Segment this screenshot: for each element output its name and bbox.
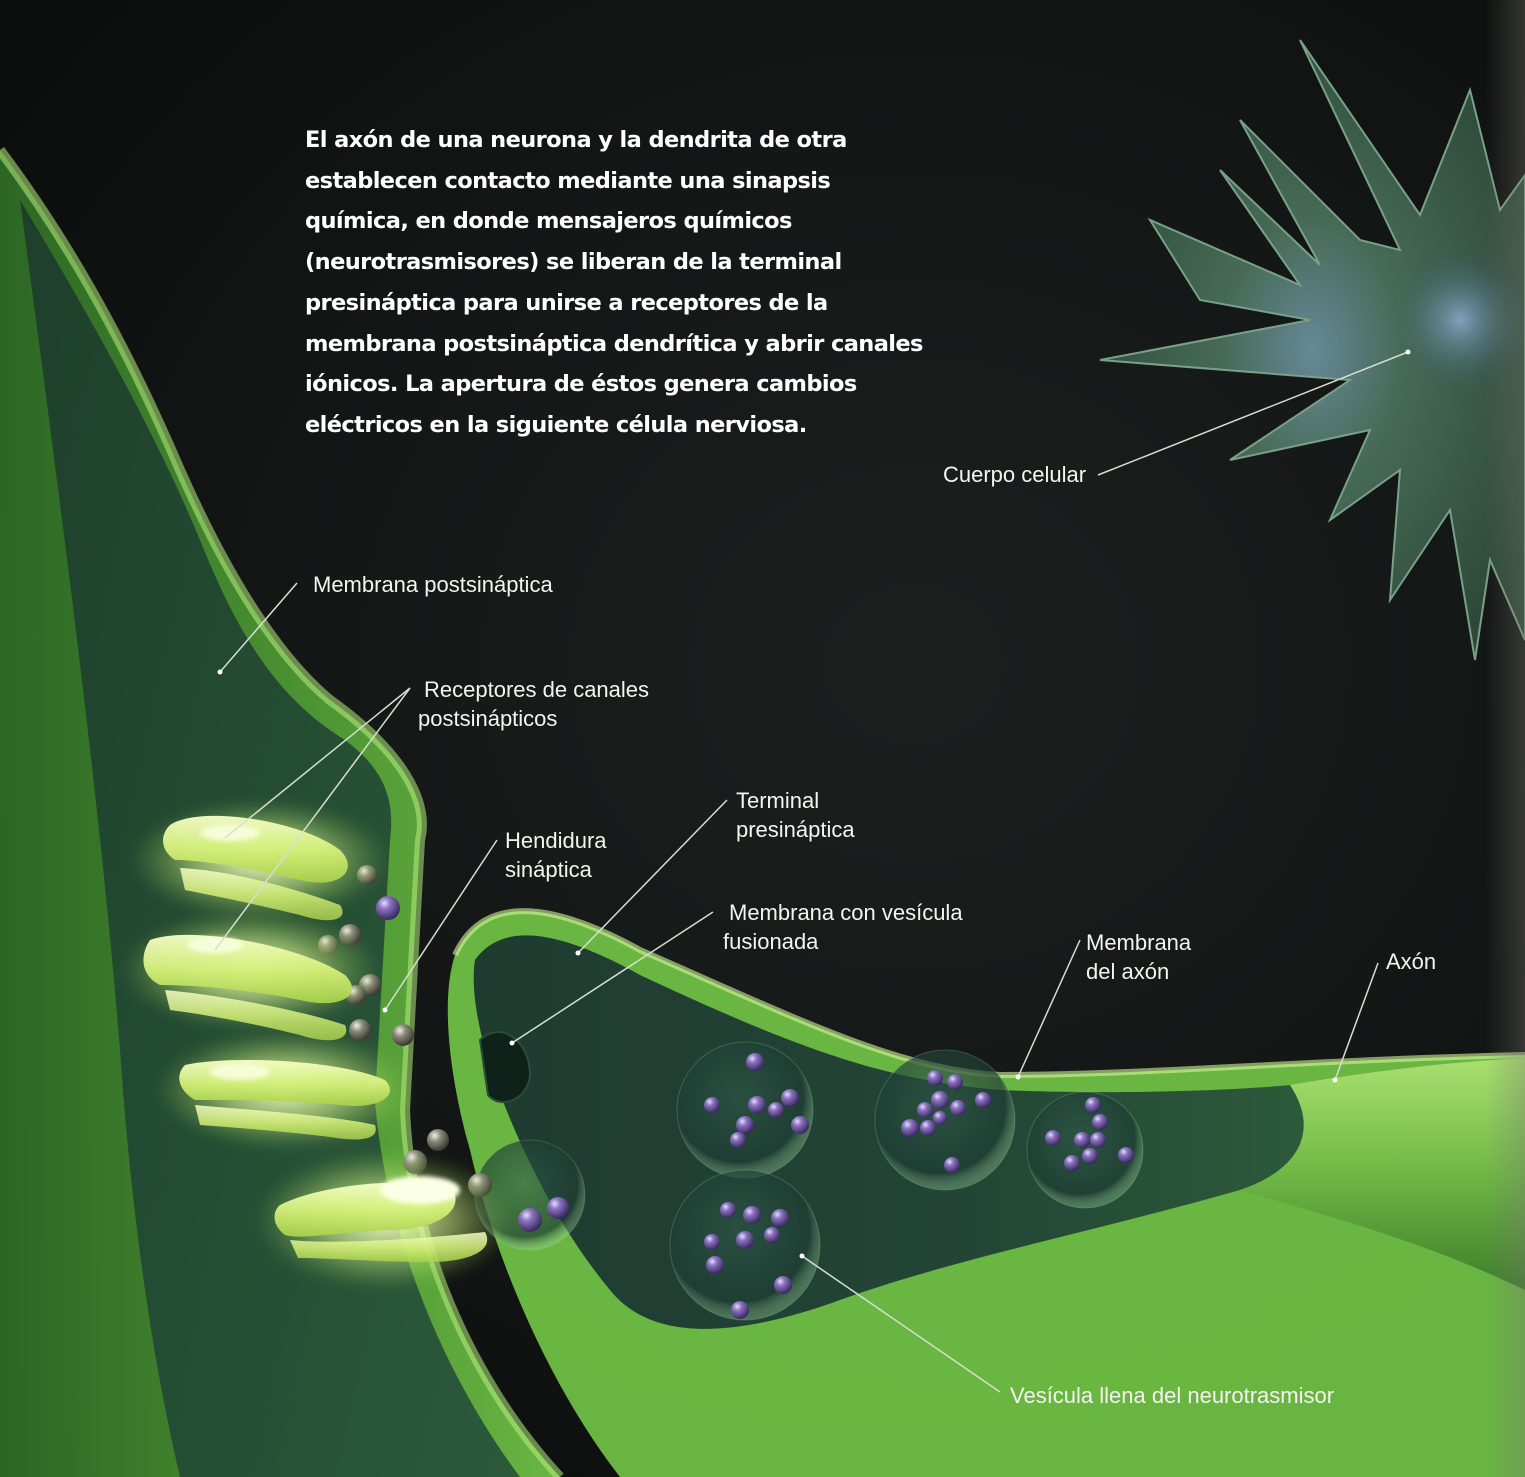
label-membrana-axon: Membrana del axón	[1086, 928, 1191, 986]
label-terminal: Terminal presináptica	[736, 786, 855, 844]
label-vesicula: Vesícula llena del neurotrasmisor	[1010, 1381, 1334, 1410]
neuron-cell-body	[1100, 40, 1525, 660]
label-axon: Axón	[1386, 947, 1436, 976]
intro-paragraph: El axón de una neurona y la dendrita de …	[305, 120, 925, 446]
label-membrana-vesicula: Membrana con vesícula fusionada	[723, 898, 963, 956]
label-cuerpo-celular: Cuerpo celular	[943, 460, 1086, 489]
label-membrana-postsinaptica: Membrana postsináptica	[313, 570, 553, 599]
label-receptores: Receptores de canales postsinápticos	[418, 675, 649, 733]
presynaptic-terminal	[448, 911, 1525, 1477]
leader-membrana-axon	[1018, 940, 1080, 1077]
page-edge-shadow	[1485, 0, 1525, 1477]
label-hendidura: Hendidura sináptica	[505, 826, 607, 884]
